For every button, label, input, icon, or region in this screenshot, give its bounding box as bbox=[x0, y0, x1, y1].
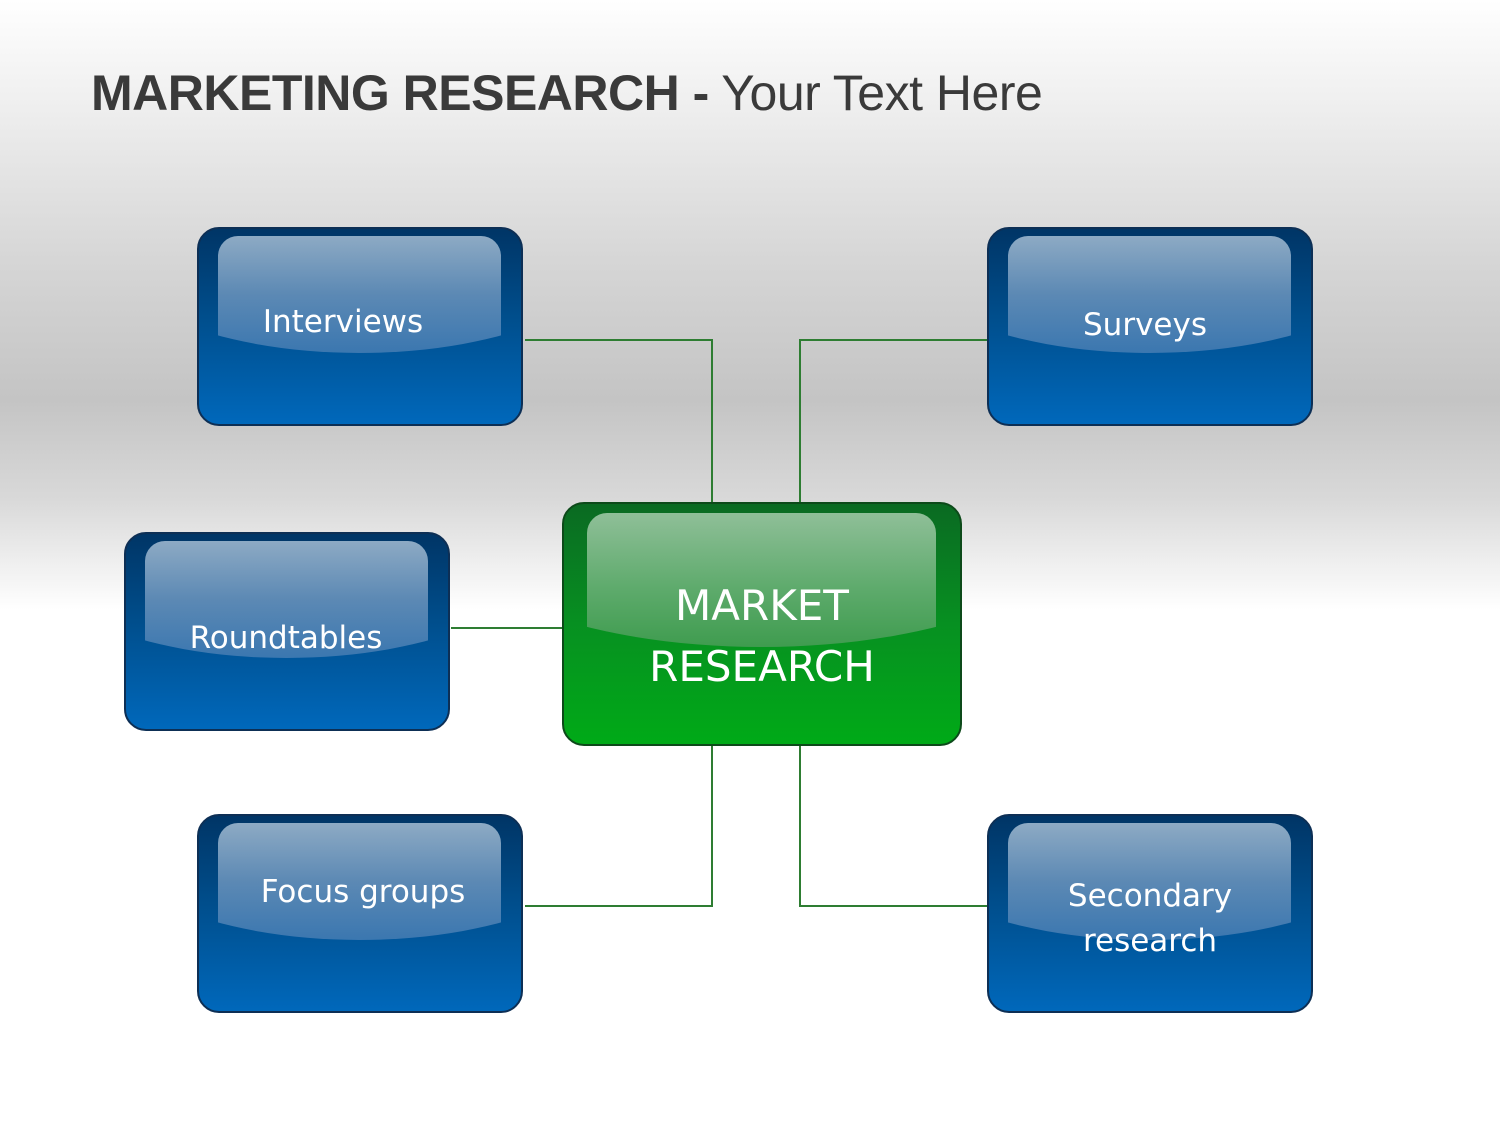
node-secondary-research: Secondary research bbox=[987, 814, 1313, 1013]
node-gloss bbox=[145, 541, 428, 658]
title-light: Your Text Here bbox=[721, 65, 1043, 121]
connector-secondary-research bbox=[799, 746, 989, 907]
node-surveys-label: Surveys bbox=[1083, 307, 1207, 343]
connector-interviews bbox=[525, 339, 713, 503]
node-interviews-label: Interviews bbox=[262, 304, 424, 340]
node-focus-groups-label: Focus groups bbox=[260, 874, 466, 910]
center-label-line2: RESEARCH bbox=[649, 642, 875, 691]
title-bold: MARKETING RESEARCH - bbox=[91, 65, 709, 121]
node-secondary-label-line2: research bbox=[1082, 923, 1218, 959]
node-gloss bbox=[587, 513, 936, 647]
node-roundtables-label: Roundtables bbox=[189, 620, 383, 656]
node-interviews: Interviews bbox=[197, 227, 523, 426]
page-title: MARKETING RESEARCH - Your Text Here bbox=[91, 62, 1043, 124]
connector-focus-groups bbox=[525, 746, 713, 907]
node-gloss bbox=[218, 236, 501, 353]
node-surveys: Surveys bbox=[987, 227, 1313, 426]
node-gloss bbox=[1008, 823, 1291, 940]
node-gloss bbox=[218, 823, 501, 940]
node-market-research: MARKET RESEARCH bbox=[562, 502, 962, 746]
node-secondary-label-line1: Secondary bbox=[1067, 878, 1233, 914]
connector-surveys bbox=[799, 339, 989, 503]
center-label-line1: MARKET bbox=[675, 581, 849, 630]
node-gloss bbox=[1008, 236, 1291, 353]
node-roundtables: Roundtables bbox=[124, 532, 450, 731]
node-focus-groups: Focus groups bbox=[197, 814, 523, 1013]
